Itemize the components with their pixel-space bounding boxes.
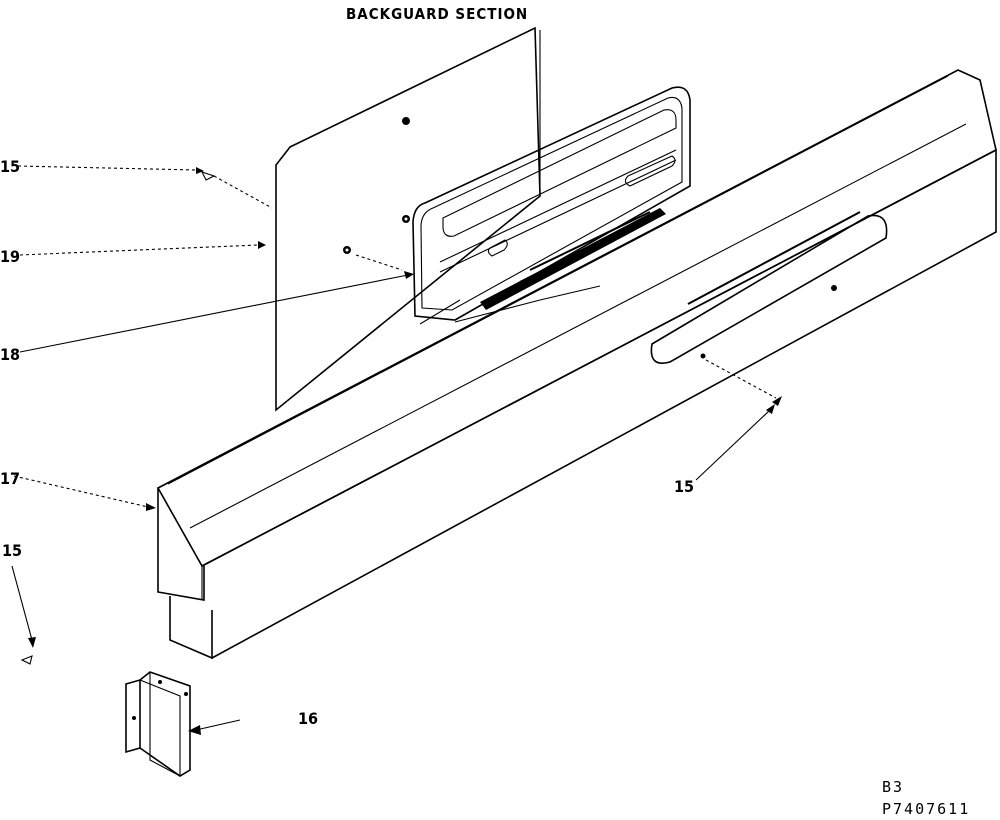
callout-17: 17: [0, 469, 20, 488]
footer-page-code: B3: [882, 778, 904, 796]
control-panel-part-18: [412, 86, 691, 321]
callout-15-top: 15: [0, 157, 20, 176]
footer-part-code: P7407611: [882, 800, 970, 818]
callout-16: 16: [298, 709, 318, 728]
backguard-body-part-17: [156, 69, 997, 660]
callout-15-right: 15: [674, 477, 694, 496]
callout-15-left: 15: [2, 541, 22, 560]
screw-part-15-right: [772, 396, 782, 406]
screw-part-15-left: [20, 655, 33, 665]
callout-18: 18: [0, 345, 20, 364]
diagram-title: BACKGUARD SECTION: [346, 5, 528, 23]
bracket-part-16: [125, 671, 191, 777]
screw-part-15-top: [200, 171, 216, 181]
callout-19: 19: [0, 247, 20, 266]
leader-lines: [11, 165, 777, 735]
back-panel-part-19: [275, 26, 541, 412]
